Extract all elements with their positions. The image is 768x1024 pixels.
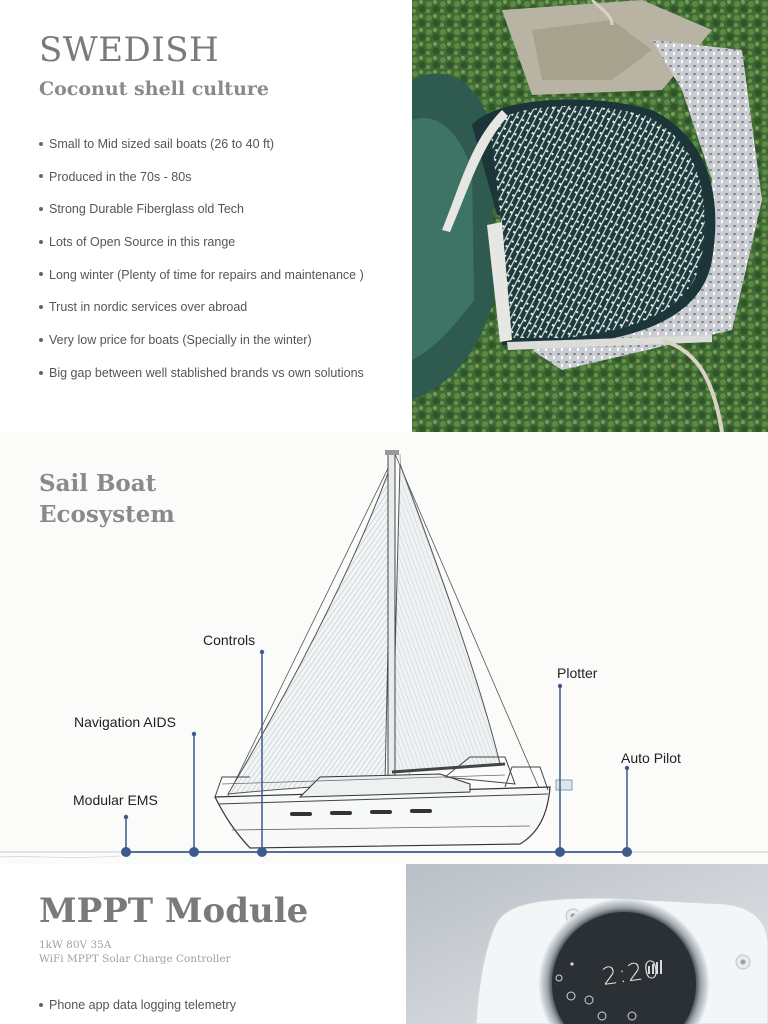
list-item: Trust in nordic services over abroad — [39, 297, 364, 330]
mppt-title: MPPT Module — [39, 891, 309, 931]
bullet-icon — [39, 141, 43, 146]
list-item: Long winter (Plenty of time for repairs … — [39, 265, 364, 298]
bullet-icon — [39, 305, 43, 310]
intro-section: SWEDISH Coconut shell culture Small to M… — [0, 0, 768, 432]
autopilot-node-icon — [622, 847, 632, 857]
bullet-icon — [39, 174, 43, 179]
mppt-device-image: 2:20 — [406, 864, 768, 1024]
list-item: Strong Durable Fiberglass old Tech — [39, 199, 364, 232]
ems-node-icon — [121, 847, 131, 857]
bullet-icon — [39, 272, 43, 277]
intro-subtitle: Coconut shell culture — [39, 78, 269, 100]
navigation-node-icon — [189, 847, 199, 857]
bullet-icon — [39, 337, 43, 342]
navigation-aids-label: Navigation AIDS — [74, 714, 176, 730]
intro-title: SWEDISH — [39, 30, 220, 70]
list-item: Small to Mid sized sail boats (26 to 40 … — [39, 134, 364, 167]
ecosystem-section: Sail Boat Ecosystem — [0, 432, 768, 864]
controls-node-icon — [257, 847, 267, 857]
bullet-icon — [39, 207, 43, 212]
list-item: Phone app data logging telemetry — [39, 998, 236, 1012]
list-item: Big gap between well stablished brands v… — [39, 363, 364, 396]
plotter-node-icon — [555, 847, 565, 857]
intro-bullet-list: Small to Mid sized sail boats (26 to 40 … — [39, 134, 364, 396]
modular-ems-label: Modular EMS — [73, 792, 158, 808]
bullet-icon — [39, 1002, 43, 1007]
mppt-section: MPPT Module 1kW 80V 35A WiFi MPPT Solar … — [0, 864, 768, 1024]
list-item: Very low price for boats (Specially in t… — [39, 330, 364, 363]
mppt-spec-rating: 1kW 80V 35A — [39, 939, 112, 951]
mppt-bullet-list: Phone app data logging telemetry — [39, 998, 236, 1012]
controls-label: Controls — [203, 632, 256, 648]
list-item: Produced in the 70s - 80s — [39, 167, 364, 200]
mppt-spec-description: WiFi MPPT Solar Charge Controller — [39, 953, 231, 965]
bullet-icon — [39, 239, 43, 244]
plotter-label: Plotter — [557, 665, 598, 681]
bullet-icon — [39, 370, 43, 375]
list-item: Lots of Open Source in this range — [39, 232, 364, 265]
ecosystem-title: Sail Boat Ecosystem — [39, 470, 175, 528]
marina-aerial-image — [412, 0, 768, 432]
sailboat-illustration — [0, 450, 768, 858]
auto-pilot-label: Auto Pilot — [621, 750, 681, 766]
